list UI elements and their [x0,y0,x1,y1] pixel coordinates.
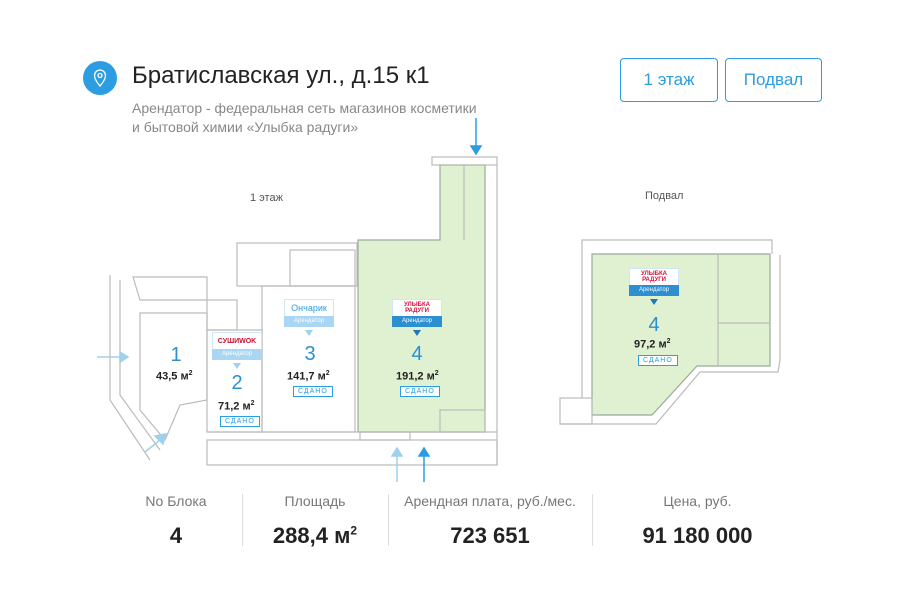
status-badge: СДАНО [400,386,440,397]
floor-1-button[interactable]: 1 этаж [620,58,718,102]
stat-label: No Блока [145,493,207,509]
stat-area: Площадь 288,4 м2 [255,493,375,549]
stat-block-number: No Блока 4 [126,493,226,549]
area-sup: 2 [325,370,330,377]
tenant-badge-sushiwok: СУШИWOK Арендатор [212,332,262,369]
tenant-badge-oncharik: Ончарик Арендатор [284,299,334,336]
area-sup: 2 [666,338,671,345]
stat-label: Цена, руб. [663,493,732,509]
tenant-logo: УЛЫБКА РАДУГИ [392,299,442,316]
basement-caption: Подвал [645,190,684,202]
stat-value: 91 180 000 [642,523,753,548]
tenant-logo: СУШИWOK [212,332,262,349]
block-1[interactable]: 1 43,5 м2 [156,344,196,383]
stat-sup: 2 [350,523,358,538]
block-4[interactable]: 4 191,2 м2 СДАНО [396,343,440,397]
stat-value: 4 [169,523,183,548]
tenant-description: Арендатор - федеральная сеть магазинов к… [132,99,532,137]
tenant-badge-ulybka-radugi-basement: УЛЫБКА РАДУГИ Арендатор [629,268,679,305]
description-line: Арендатор - федеральная сеть магазинов к… [132,100,477,116]
status-badge: СДАНО [638,355,678,366]
area-sup: 2 [250,400,255,407]
page-title: Братиславская ул., д.15 к1 [132,62,430,89]
floor-1-caption: 1 этаж [250,192,283,204]
location-pin-icon [83,61,117,95]
status-badge: СДАНО [220,416,260,427]
area-sup: 2 [188,370,193,377]
block-3[interactable]: 3 141,7 м2 СДАНО [287,343,333,397]
stat-label: Арендная плата, руб./мес. [404,493,576,509]
tenant-badge-ulybka-radugi: УЛЫБКА РАДУГИ Арендатор [392,299,442,336]
block-area: 141,7 м [287,370,326,383]
tenant-logo: УЛЫБКА РАДУГИ [629,268,679,285]
block-2[interactable]: 2 71,2 м2 СДАНО [218,372,260,427]
block-number: 4 [411,343,423,365]
basement-button[interactable]: Подвал [725,58,822,102]
divider [592,494,593,546]
tenant-logo: Ончарик [284,299,334,316]
stat-label: Площадь [284,493,346,509]
basement-block-4[interactable]: 4 97,2 м2 СДАНО [634,314,678,366]
area-sup: 2 [434,370,439,377]
stat-rent: Арендная плата, руб./мес. 723 651 [392,493,588,549]
basement-block-4-area [591,253,771,416]
block-area: 71,2 м [218,400,251,413]
block-number: 4 [648,314,660,336]
stat-value: 723 651 [450,523,530,548]
divider [242,494,243,546]
stat-value: 288,4 м [272,523,351,548]
block-number: 3 [304,343,316,365]
block-number: 2 [231,372,243,394]
status-badge: СДАНО [293,386,333,397]
tenant-label: Арендатор [392,316,442,327]
divider [388,494,389,546]
tenant-label: Арендатор [629,285,679,296]
description-line: и бытовой химии «Улыбка радуги» [132,119,359,135]
stat-price: Цена, руб. 91 180 000 [610,493,785,549]
block-area: 43,5 м [156,370,189,383]
block-number: 1 [170,344,182,366]
tenant-label: Арендатор [284,316,334,327]
block-area: 191,2 м [396,370,435,383]
block-area: 97,2 м [634,338,667,351]
tenant-label: Арендатор [212,349,262,360]
